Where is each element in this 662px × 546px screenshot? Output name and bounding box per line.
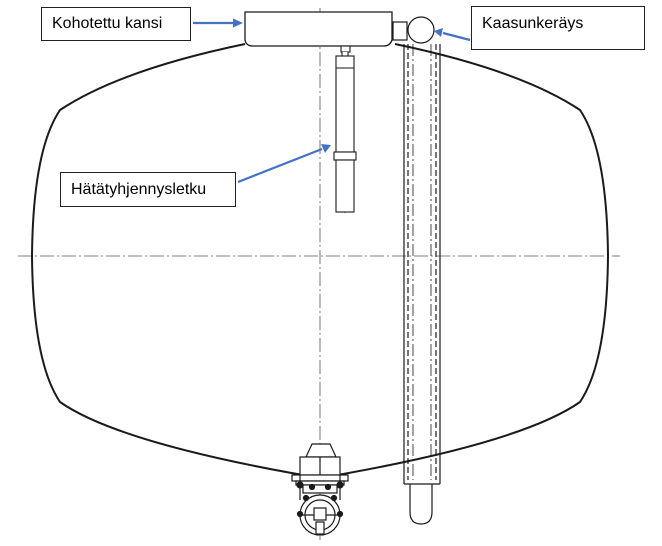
emergency-drain-hose	[333, 45, 357, 213]
raised-lid	[244, 11, 393, 47]
label-emergency-drain-hose: Hätätyhjennysletku	[60, 172, 236, 207]
callout-arrows	[193, 18, 471, 184]
label-raised-lid: Kohotettu kansi	[41, 7, 191, 41]
gas-collection-pipe	[392, 16, 441, 525]
gas-collection-cap	[407, 16, 435, 44]
bottom-valve-assembly	[291, 443, 349, 536]
arrow-gas-collection	[442, 31, 471, 42]
label-gas-collection: Kaasunkeräys	[471, 6, 645, 50]
arrow-drain-hose	[237, 147, 323, 184]
